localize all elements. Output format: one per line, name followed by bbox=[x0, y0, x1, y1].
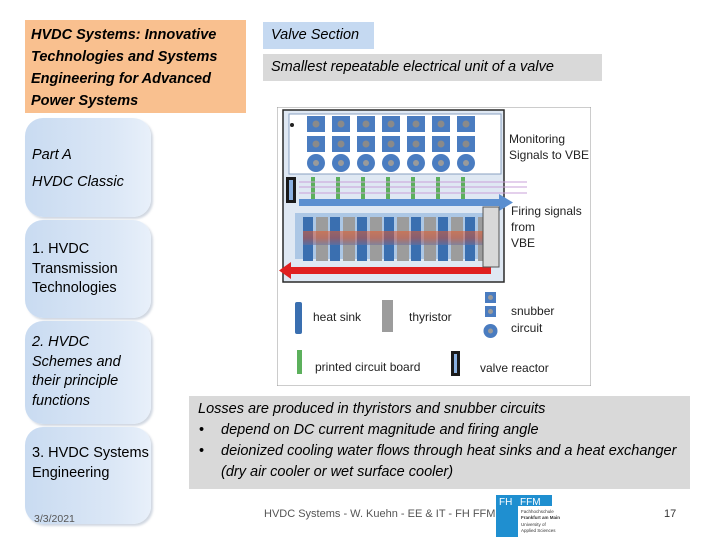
nav-item-3-label: 3. HVDC Systems Engineering bbox=[32, 445, 149, 481]
monitoring-signal-arrow bbox=[299, 194, 513, 211]
nav-item-systems-engineering[interactable]: 3. HVDC Systems Engineering 3/3/2021 bbox=[25, 427, 151, 525]
logo-line3: University of bbox=[521, 522, 547, 527]
valve-section-diagram: Monitoring Signals to VBE Firing signals… bbox=[277, 107, 591, 386]
heat-sink-thyristor-stack bbox=[295, 213, 491, 261]
firing-signal-arrow bbox=[279, 262, 491, 279]
legend-thyristor-label: thyristor bbox=[409, 310, 452, 324]
nav-item-schemes[interactable]: 2. HVDC Schemes and their principle func… bbox=[25, 321, 151, 424]
logo-line1: Fachhochschule bbox=[521, 509, 554, 514]
label-firing-line1: Firing signals bbox=[511, 204, 582, 218]
legend-thyristor: thyristor bbox=[382, 300, 452, 332]
presentation-title-text: HVDC Systems: Innovative Technologies an… bbox=[31, 27, 218, 109]
snubber-capacitor-grid bbox=[307, 116, 475, 172]
legend-heat-sink: heat sink bbox=[295, 302, 362, 334]
label-firing-line3: VBE bbox=[511, 236, 535, 250]
logo-ffm-text: FFM bbox=[520, 497, 541, 508]
section-title-text: Valve Section bbox=[271, 27, 360, 43]
nav-item-transmission-technologies[interactable]: 1. HVDC Transmission Technologies bbox=[25, 220, 151, 318]
printed-circuit-boards bbox=[311, 177, 465, 201]
label-monitoring-line2: Signals to VBE bbox=[509, 148, 589, 162]
losses-intro: Losses are produced in thyristors and sn… bbox=[198, 401, 546, 417]
losses-bullet: • depend on DC current magnitude and fir… bbox=[198, 420, 681, 441]
nav-part-a-label: Part A bbox=[32, 147, 72, 163]
section-title: Valve Section bbox=[263, 22, 374, 49]
legend-pcb-label: printed circuit board bbox=[315, 360, 420, 374]
legend-pcb: printed circuit board bbox=[297, 350, 420, 374]
losses-bullet: • deionized cooling water flows through … bbox=[198, 441, 681, 483]
logo-fh-text: FH bbox=[499, 497, 512, 508]
slide-date: 3/3/2021 bbox=[34, 513, 75, 525]
logo-line4: Applied Sciences bbox=[521, 528, 556, 533]
label-monitoring-line1: Monitoring bbox=[509, 132, 565, 146]
section-subtitle: Smallest repeatable electrical unit of a… bbox=[263, 54, 602, 81]
legend-snubber-label-line2: circuit bbox=[511, 321, 543, 335]
bullet-dot-icon: • bbox=[199, 422, 205, 438]
nav-item-1-label: 1. HVDC Transmission Technologies bbox=[32, 241, 118, 296]
logo-line2: Frankfurt am Main bbox=[521, 515, 560, 520]
label-firing-line2: from bbox=[511, 220, 535, 234]
legend-snubber-label-line1: snubber bbox=[511, 304, 554, 318]
bullet-dot-icon: • bbox=[199, 443, 205, 459]
losses-bullet-text: depend on DC current magnitude and firin… bbox=[221, 422, 539, 438]
footer-text: HVDC Systems - W. Kuehn - EE & IT - FH F… bbox=[264, 508, 496, 520]
legend-valve-reactor: valve reactor bbox=[451, 351, 549, 376]
nav-part-a[interactable]: Part A HVDC Classic bbox=[25, 118, 151, 217]
nav-item-2-label: 2. HVDC Schemes and their principle func… bbox=[32, 334, 121, 409]
legend-reactor-label: valve reactor bbox=[480, 361, 549, 375]
page-number: 17 bbox=[664, 508, 677, 520]
legend-snubber-circuit: snubber circuit bbox=[483, 292, 554, 338]
presentation-title: HVDC Systems: Innovative Technologies an… bbox=[25, 20, 246, 113]
fh-ffm-logo: FH FFM Fachhochschule Frankfurt am Main … bbox=[496, 495, 560, 537]
legend-heat-sink-label: heat sink bbox=[313, 310, 362, 324]
losses-textbox: Losses are produced in thyristors and sn… bbox=[189, 396, 690, 489]
section-subtitle-text: Smallest repeatable electrical unit of a… bbox=[271, 59, 554, 75]
nav-part-a-sub-label: HVDC Classic bbox=[32, 174, 124, 190]
losses-bullet-text: deionized cooling water flows through he… bbox=[221, 443, 677, 480]
